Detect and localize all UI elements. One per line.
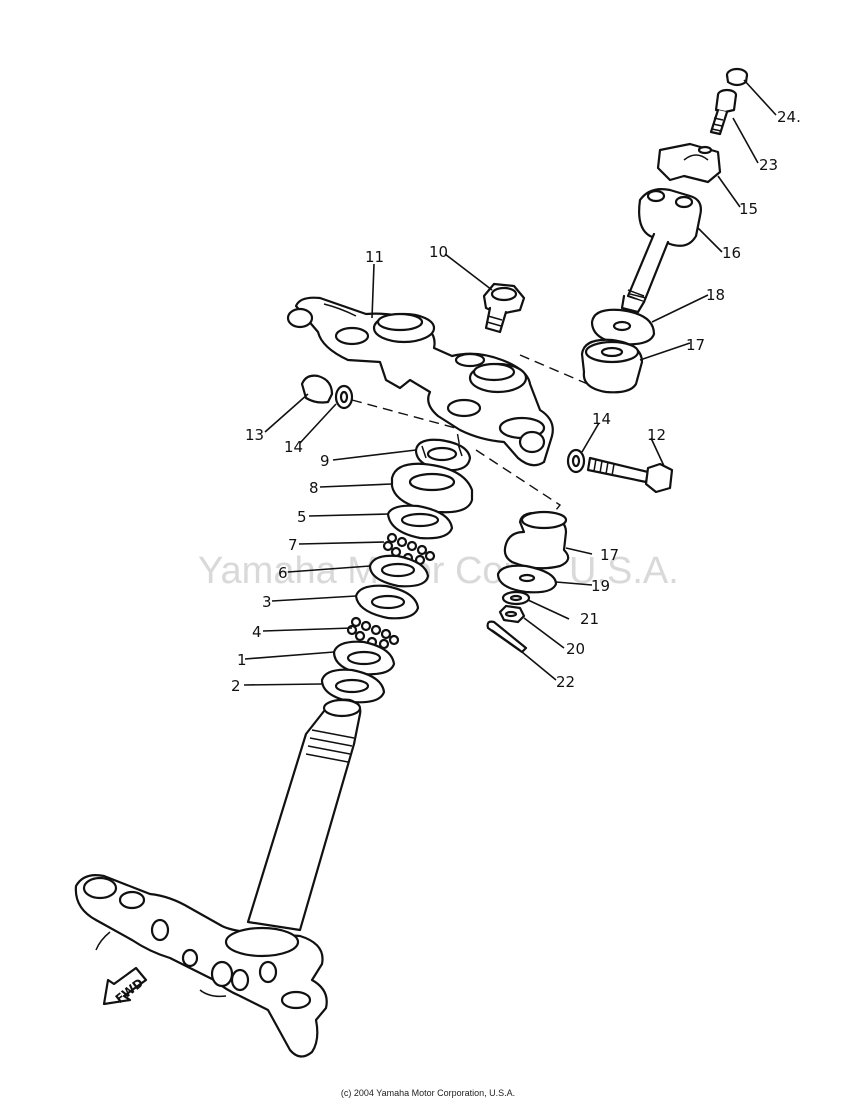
callout-21: 21 (580, 610, 599, 628)
callout-13: 13 (245, 426, 264, 444)
callout-2: 2 (231, 677, 241, 695)
part-4-ball-bearings (346, 616, 400, 650)
part-17-lower-damper (503, 510, 570, 570)
leader-lines (243, 79, 777, 686)
part-13-cap (300, 374, 334, 404)
part-19-washer (496, 564, 558, 594)
lower-bracket-steering-stem (74, 698, 362, 1058)
callout-17-upper: 17 (686, 336, 705, 354)
callout-4: 4 (252, 623, 262, 641)
watermark: Yamaha Motor Corp., U.S.A. (198, 550, 679, 592)
callout-5: 5 (297, 508, 307, 526)
callout-10: 10 (429, 243, 448, 261)
part-10-bolt (482, 282, 526, 334)
callout-12: 12 (647, 426, 666, 444)
callout-18: 18 (706, 286, 725, 304)
callout-14-left: 14 (284, 438, 303, 456)
part-18-washer (590, 308, 656, 346)
part-14-washer-left (334, 384, 354, 410)
part-23-bolt (709, 88, 738, 136)
callout-15: 15 (739, 200, 758, 218)
callout-11: 11 (365, 248, 384, 266)
callout-3: 3 (262, 593, 272, 611)
callout-14-right: 14 (592, 410, 611, 428)
part-22-cotter-pin (486, 620, 528, 654)
callout-17-lower: 17 (600, 546, 619, 564)
part-17-upper-damper (580, 338, 644, 394)
part-8-washer (390, 462, 474, 514)
callout-19: 19 (591, 577, 610, 595)
part-2-seal (320, 668, 386, 704)
part-6-race (368, 554, 430, 588)
callout-7: 7 (288, 536, 298, 554)
callout-6: 6 (278, 564, 288, 582)
part-3-race (354, 584, 420, 620)
part-24-screw (725, 67, 749, 87)
part-14-washer-right (566, 448, 586, 474)
callout-8: 8 (309, 479, 319, 497)
part-5-race (386, 504, 454, 540)
part-11-upper-bracket (286, 296, 554, 467)
copyright-text: (c) 2004 Yamaha Motor Corporation, U.S.A… (340, 1088, 516, 1098)
callout-24: 24. (777, 108, 801, 126)
part-12-bolt (586, 456, 674, 494)
callout-23: 23 (759, 156, 778, 174)
part-20-nut (498, 604, 526, 624)
part-15-handlebar-holder-cap (656, 142, 722, 184)
part-21-washer (501, 590, 531, 606)
callout-20: 20 (566, 640, 585, 658)
callout-16: 16 (722, 244, 741, 262)
callout-1: 1 (237, 651, 247, 669)
part-16-handlebar-holder (620, 188, 702, 314)
callout-labels: 1 2 3 4 5 6 7 8 9 10 11 12 13 14 14 15 1… (231, 108, 801, 695)
callout-9: 9 (320, 452, 330, 470)
fwd-arrow: FWD (102, 966, 148, 1006)
callout-22: 22 (556, 673, 575, 691)
part-7-ball-bearings (382, 532, 436, 566)
